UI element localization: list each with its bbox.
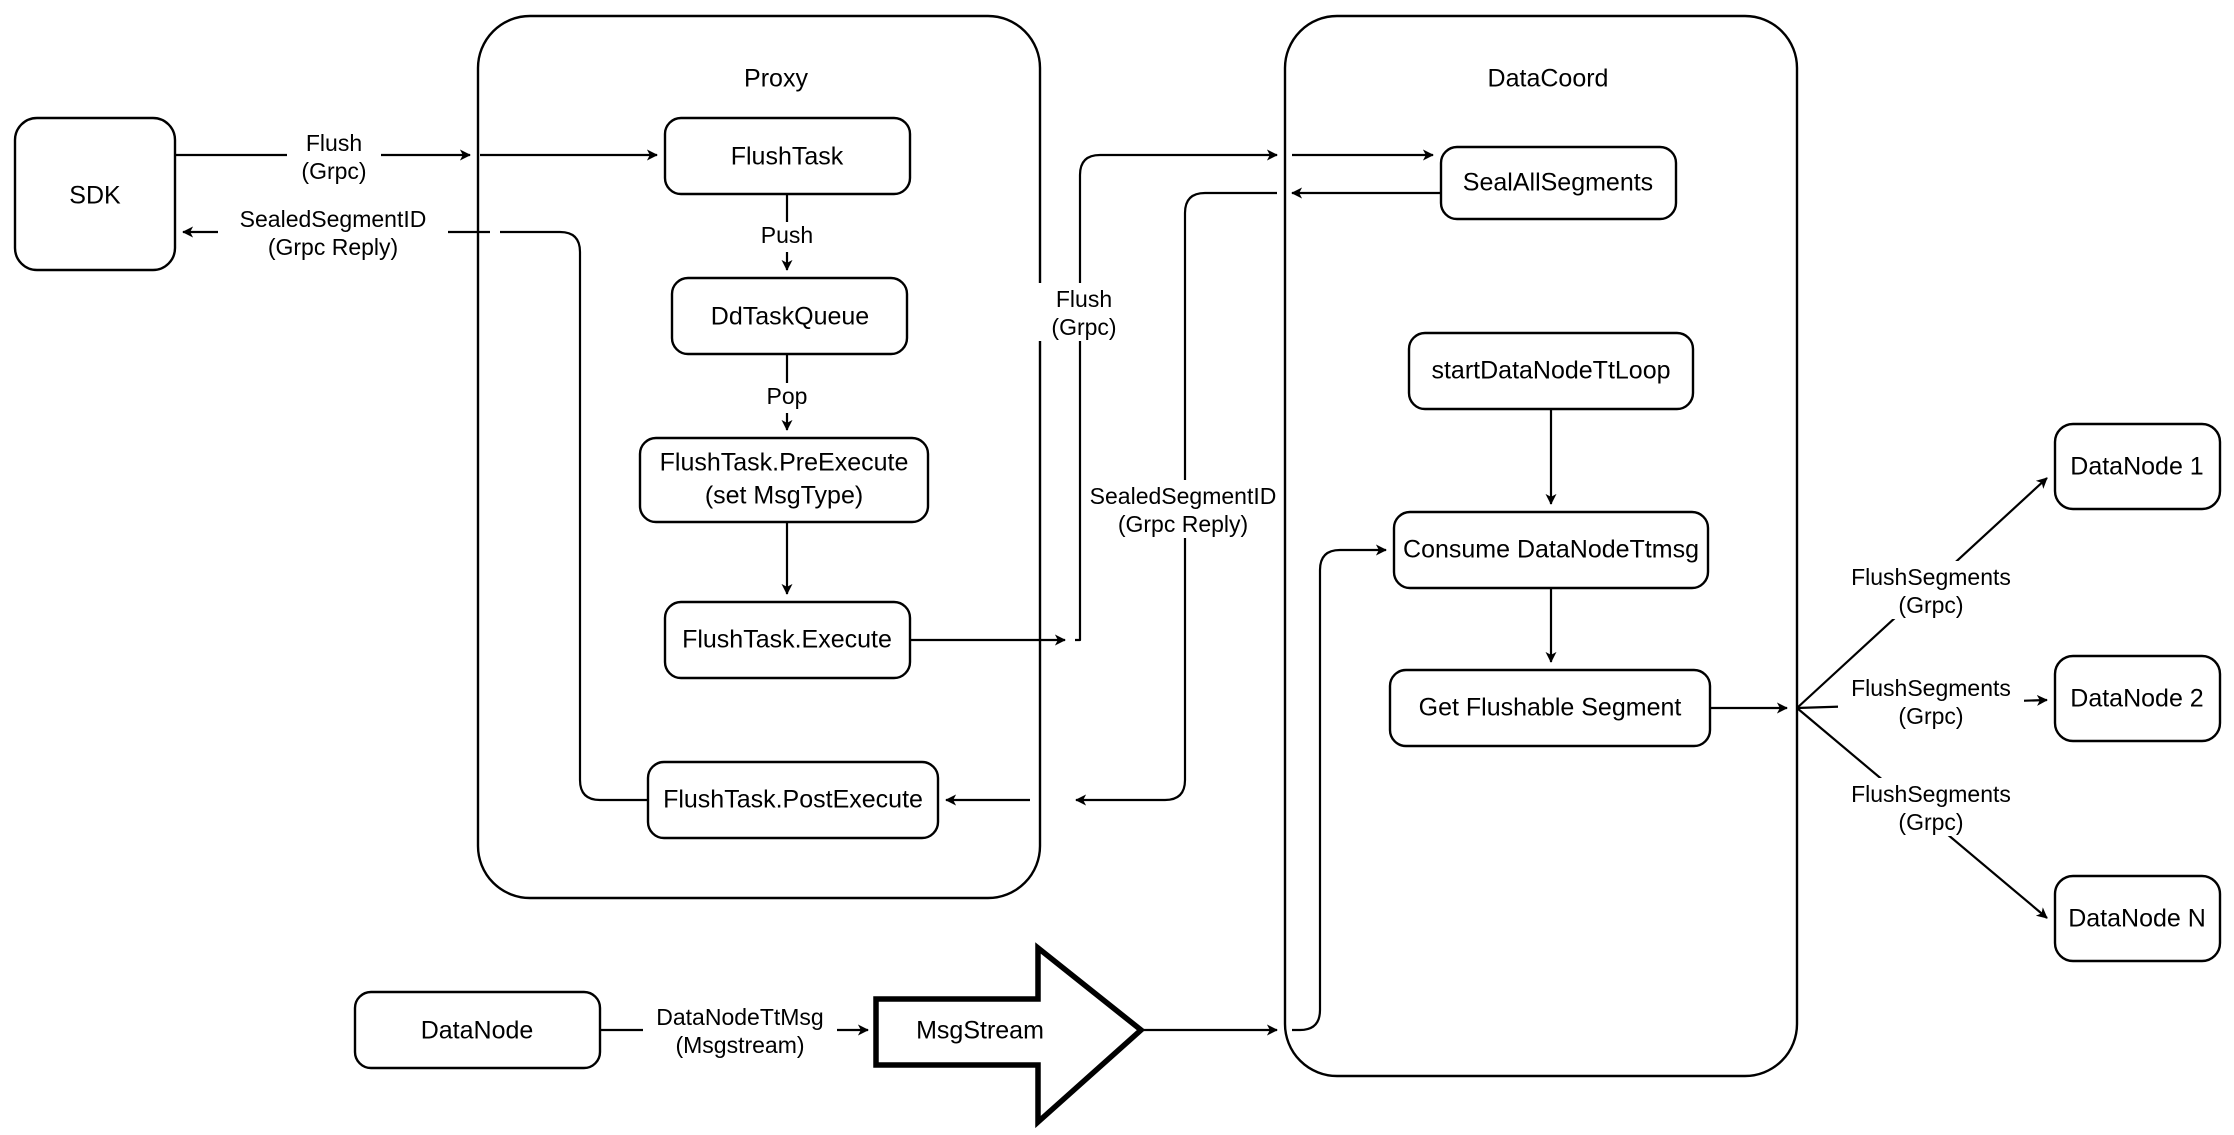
label-sealedsegmentid-line1: SealedSegmentID bbox=[240, 206, 427, 232]
edge-proxy-to-datacoord-flush bbox=[1075, 149, 1278, 642]
ddtaskqueue-box[interactable] bbox=[670, 276, 909, 356]
node-flushtask[interactable]: FlushTask bbox=[663, 116, 912, 196]
edge-datacoord-internal-to-consume bbox=[1292, 544, 1387, 1032]
edge-label-pop: Pop bbox=[756, 383, 818, 413]
label-flush-grpc-line1: Flush bbox=[1056, 286, 1112, 312]
edge-label-flushsegments-2: FlushSegments (Grpc) bbox=[1838, 672, 2024, 730]
edge-label-flushsegments-n: FlushSegments (Grpc) bbox=[1838, 778, 2024, 836]
node-sealallsegments[interactable]: SealAllSegments bbox=[1439, 145, 1678, 221]
node-datanode-bottom[interactable]: DataNode bbox=[353, 990, 602, 1070]
edge-label-proxy-to-datacoord: Flush (Grpc) bbox=[1038, 283, 1130, 341]
datacoord-title: DataCoord bbox=[1488, 65, 1609, 93]
edge-label-sdk-reply: SealedSegmentID (Grpc Reply) bbox=[218, 204, 448, 262]
edge-label-datacoord-to-proxy: SealedSegmentID (Grpc Reply) bbox=[1085, 480, 1281, 538]
label-flushsegmentsn-line1: FlushSegments bbox=[1851, 781, 2011, 807]
preexecute-box[interactable] bbox=[638, 436, 930, 524]
node-sdk[interactable]: SDK bbox=[13, 116, 177, 272]
node-ddtaskqueue[interactable]: DdTaskQueue bbox=[670, 276, 909, 356]
label-dc-sealedsegmentid-line2: (Grpc Reply) bbox=[1118, 511, 1248, 537]
label-flushsegments1-line2: (Grpc) bbox=[1898, 592, 1963, 618]
label-flush-line1: Flush bbox=[306, 130, 362, 156]
edge-label-sdk-flush: Flush (Grpc) bbox=[287, 128, 381, 186]
datanode1-box[interactable] bbox=[2053, 422, 2222, 511]
node-datanode-1[interactable]: DataNode 1 bbox=[2053, 422, 2222, 511]
msgstream-block-arrow[interactable] bbox=[873, 942, 1146, 1129]
consumedatanodettmsg-label: Consume DataNodeTtmsg bbox=[1403, 536, 1699, 564]
sdk-box[interactable] bbox=[13, 116, 177, 272]
label-flushsegmentsn-line2: (Grpc) bbox=[1898, 809, 1963, 835]
sealallsegments-box[interactable] bbox=[1439, 145, 1678, 221]
node-startdatanodettloop[interactable]: startDataNodeTtLoop bbox=[1407, 331, 1695, 411]
datanoden-box[interactable] bbox=[2053, 874, 2222, 963]
node-getflushablesegment[interactable]: Get Flushable Segment bbox=[1388, 668, 1712, 748]
datanode2-box[interactable] bbox=[2053, 654, 2222, 743]
label-pop: Pop bbox=[767, 383, 808, 409]
node-flushtask-postexecute[interactable]: FlushTask.PostExecute bbox=[646, 760, 940, 840]
postexecute-label: FlushTask.PostExecute bbox=[663, 786, 923, 814]
datanode1-label: DataNode 1 bbox=[2070, 453, 2203, 481]
node-datanode-2[interactable]: DataNode 2 bbox=[2053, 654, 2222, 743]
startdatanodettloop-label: startDataNodeTtLoop bbox=[1431, 357, 1670, 385]
execute-label: FlushTask.Execute bbox=[682, 626, 892, 654]
getflushablesegment-label: Get Flushable Segment bbox=[1419, 694, 1682, 722]
proxy-title: Proxy bbox=[744, 65, 808, 93]
label-datanodettmsg-line1: DataNodeTtMsg bbox=[656, 1004, 823, 1030]
ddtaskqueue-label: DdTaskQueue bbox=[711, 303, 869, 331]
sdk-label: SDK bbox=[69, 182, 121, 210]
datanode-bottom-label: DataNode bbox=[421, 1017, 534, 1045]
label-flush-line2: (Grpc) bbox=[301, 158, 366, 184]
edge-label-push: Push bbox=[750, 222, 824, 252]
msgstream-label: MsgStream bbox=[916, 1017, 1044, 1045]
preexecute-label-line2: (set MsgType) bbox=[705, 482, 863, 510]
label-sealedsegmentid-line2: (Grpc Reply) bbox=[268, 234, 398, 260]
label-flush-grpc-line2: (Grpc) bbox=[1051, 314, 1116, 340]
node-msgstream[interactable]: MsgStream bbox=[873, 942, 1146, 1129]
node-consumedatanodettmsg[interactable]: Consume DataNodeTtmsg bbox=[1392, 510, 1710, 590]
flushtask-label: FlushTask bbox=[731, 143, 844, 171]
node-flushtask-preexecute[interactable]: FlushTask.PreExecute (set MsgType) bbox=[638, 436, 930, 524]
edge-label-flushsegments-1: FlushSegments (Grpc) bbox=[1838, 561, 2024, 619]
label-push: Push bbox=[761, 222, 813, 248]
sealallsegments-label: SealAllSegments bbox=[1463, 169, 1653, 197]
node-flushtask-execute[interactable]: FlushTask.Execute bbox=[663, 600, 912, 680]
preexecute-label-line1: FlushTask.PreExecute bbox=[660, 449, 909, 477]
label-flushsegments2-line2: (Grpc) bbox=[1898, 703, 1963, 729]
label-flushsegments2-line1: FlushSegments bbox=[1851, 675, 2011, 701]
datanode2-label: DataNode 2 bbox=[2070, 685, 2203, 713]
datanoden-label: DataNode N bbox=[2068, 905, 2206, 933]
edge-postexecute-to-sdk-rail bbox=[500, 230, 648, 802]
label-flushsegments1-line1: FlushSegments bbox=[1851, 564, 2011, 590]
label-datanodettmsg-line2: (Msgstream) bbox=[675, 1032, 804, 1058]
node-datanode-n[interactable]: DataNode N bbox=[2053, 874, 2222, 963]
label-dc-sealedsegmentid-line1: SealedSegmentID bbox=[1090, 483, 1277, 509]
edge-label-datanodettmsg: DataNodeTtMsg (Msgstream) bbox=[643, 1001, 837, 1059]
